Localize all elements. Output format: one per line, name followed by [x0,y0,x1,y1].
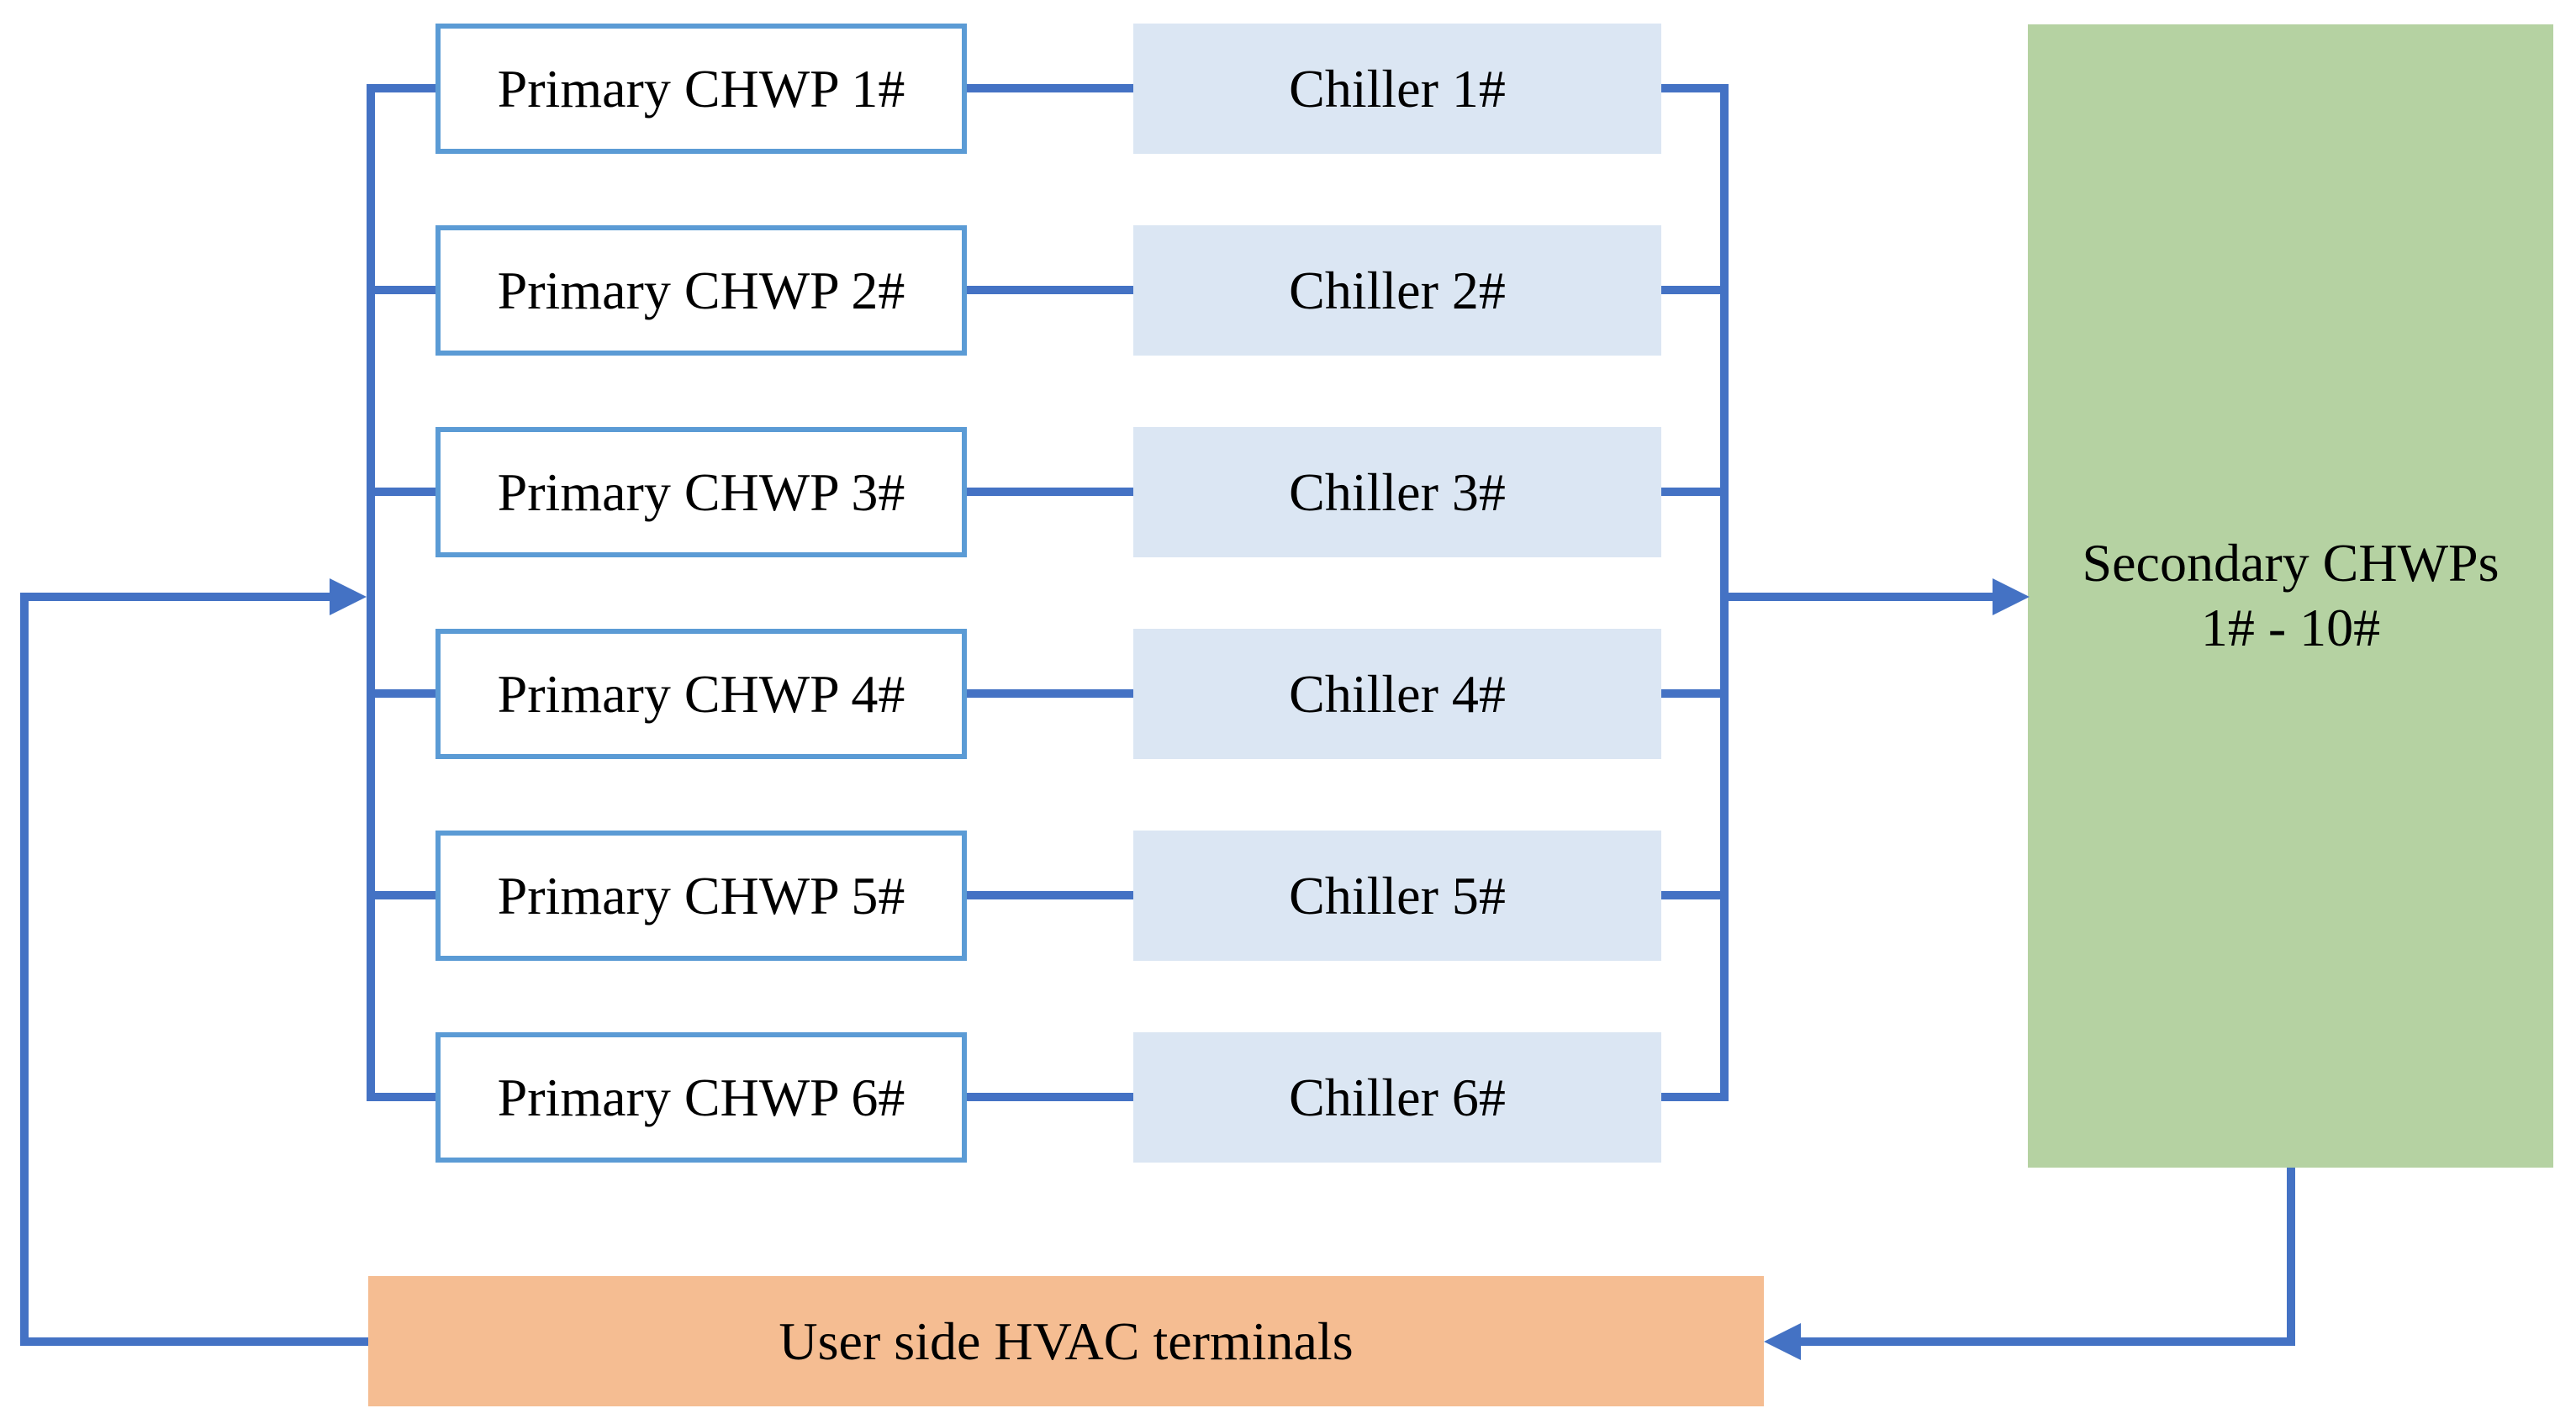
pump-chiller-row: Primary CHWP 1# Chiller 1# [0,24,2576,154]
chiller-label: Chiller 6# [1289,1067,1506,1127]
secondary-down-line [2287,1168,2295,1346]
pump-chiller-row: Primary CHWP 3# Chiller 3# [0,427,2576,557]
chiller-box: Chiller 4# [1133,629,1661,759]
pump-chiller-row: Primary CHWP 4# Chiller 4# [0,629,2576,759]
collector-to-pump-line [367,891,435,899]
collector-to-pump-line [367,488,435,496]
primary-chwp-label: Primary CHWP 4# [497,663,905,724]
user-side-terminals-label: User side HVAC terminals [779,1311,1354,1371]
user-side-terminals-box: User side HVAC terminals [368,1276,1764,1406]
chiller-to-collector-line [1661,689,1729,698]
primary-chwp-box: Primary CHWP 4# [435,629,967,759]
chiller-label: Chiller 5# [1289,865,1506,926]
chiller-to-collector-line [1661,286,1729,294]
primary-chwp-box: Primary CHWP 2# [435,225,967,356]
chiller-box: Chiller 3# [1133,427,1661,557]
secondary-chwps-label-line2: 1# - 10# [2200,598,2381,657]
pump-to-chiller-line [967,689,1133,698]
chiller-box: Chiller 2# [1133,225,1661,356]
collector-to-pump-line [367,1093,435,1101]
pump-chiller-row: Primary CHWP 2# Chiller 2# [0,225,2576,356]
pump-to-chiller-line [967,1093,1133,1101]
chiller-label: Chiller 4# [1289,663,1506,724]
primary-chwp-label: Primary CHWP 6# [497,1067,905,1127]
pump-chiller-row: Primary CHWP 6# Chiller 6# [0,1032,2576,1163]
chiller-to-collector-line [1661,891,1729,899]
pump-to-chiller-line [967,488,1133,496]
chiller-label: Chiller 3# [1289,461,1506,522]
return-to-collector-arrowhead-icon [330,578,367,615]
primary-chwp-label: Primary CHWP 1# [497,58,905,119]
pump-to-chiller-line [967,891,1133,899]
chiller-box: Chiller 6# [1133,1032,1661,1163]
chiller-to-collector-line [1661,1093,1729,1101]
collector-to-pump-line [367,689,435,698]
secondary-chwps-label-line1: Secondary CHWPs [2082,533,2499,593]
primary-chwp-label: Primary CHWP 2# [497,260,905,320]
primary-chwp-box: Primary CHWP 6# [435,1032,967,1163]
collector-to-pump-line [367,286,435,294]
chiller-label: Chiller 1# [1289,58,1506,119]
primary-chwp-label: Primary CHWP 3# [497,461,905,522]
primary-chwp-box: Primary CHWP 1# [435,24,967,154]
chiller-to-collector-line [1661,84,1729,92]
return-to-collector-line [20,593,333,601]
secondary-to-terminal-arrowhead-icon [1764,1323,1801,1360]
pump-chiller-row: Primary CHWP 5# Chiller 5# [0,831,2576,961]
return-riser-line [20,593,29,1346]
chiller-to-collector-line [1661,488,1729,496]
chiller-label: Chiller 2# [1289,260,1506,320]
collector-to-pump-line [367,84,435,92]
pump-to-chiller-line [967,286,1133,294]
pump-to-chiller-line [967,84,1133,92]
secondary-chwps-box: Secondary CHWPs 1# - 10# [2028,24,2553,1168]
primary-chwp-label: Primary CHWP 5# [497,865,905,926]
collector-to-secondary-line [1724,593,1996,601]
secondary-to-terminal-line [1799,1337,2295,1346]
chiller-box: Chiller 1# [1133,24,1661,154]
left-collector-line [367,84,375,1101]
primary-chwp-box: Primary CHWP 3# [435,427,967,557]
collector-to-secondary-arrowhead-icon [1993,578,2030,615]
terminal-return-bottom-line [20,1337,368,1346]
chiller-box: Chiller 5# [1133,831,1661,961]
primary-chwp-box: Primary CHWP 5# [435,831,967,961]
